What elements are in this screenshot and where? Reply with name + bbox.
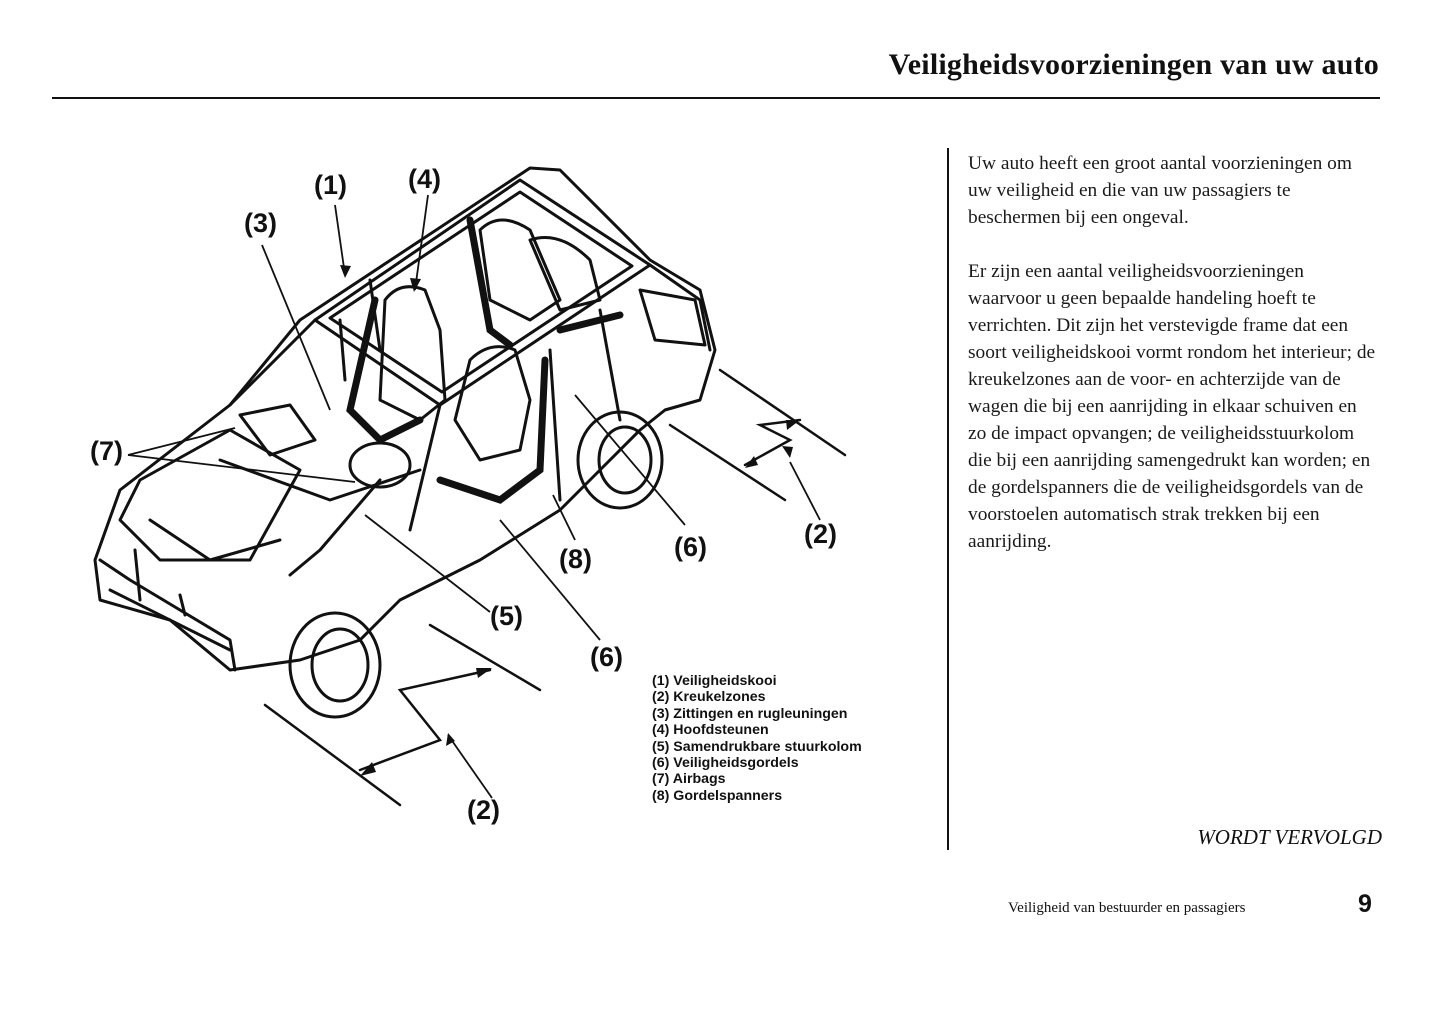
- column-divider: [947, 148, 949, 850]
- callout-2-rear: (2): [804, 519, 837, 549]
- paragraph: Uw auto heeft een groot aantal voorzieni…: [968, 153, 1352, 228]
- car-safety-illustration: [93, 166, 847, 807]
- callout-4: (4): [408, 164, 441, 194]
- header-rule: [52, 97, 1380, 99]
- continued-note: WORDT VERVOLGD: [1197, 825, 1382, 849]
- footer-section-title: Veiligheid van bestuurder en passagiers: [1008, 900, 1246, 916]
- figure-legend: (1) Veiligheidskooi (2) Kreukelzones (3)…: [652, 673, 862, 804]
- legend-item: (8) Gordelspanners: [652, 787, 783, 804]
- callout-1: (1): [314, 170, 347, 200]
- callout-7: (7): [90, 436, 123, 466]
- callout-3: (3): [244, 208, 277, 238]
- legend-item: (7) Airbags: [652, 771, 726, 788]
- legend-item: (4) Hoofdsteunen: [652, 722, 769, 739]
- callout-2-front: (2): [467, 795, 500, 825]
- legend-item: (5) Samendrukbare stuurkolom: [652, 738, 862, 755]
- callout-5: (5): [490, 601, 523, 631]
- legend-item: (1) Veiligheidskooi: [652, 673, 777, 689]
- callout-8: (8): [559, 544, 592, 574]
- callout-6-rear: (6): [674, 532, 707, 562]
- body-text: Uw auto heeft een groot aantal voorzieni…: [968, 150, 1378, 582]
- paragraph: Er zijn een aantal veiligheidsvoorzienin…: [968, 261, 1376, 552]
- page-title: Veiligheidsvoorzieningen van uw auto: [888, 48, 1379, 81]
- legend-item: (6) Veiligheidsgordels: [652, 755, 799, 772]
- callout-6-front: (6): [590, 642, 623, 672]
- legend-item: (2) Kreukelzones: [652, 689, 766, 706]
- legend-item: (3) Zittingen en rugleuningen: [652, 705, 848, 722]
- page-number: 9: [1358, 890, 1372, 918]
